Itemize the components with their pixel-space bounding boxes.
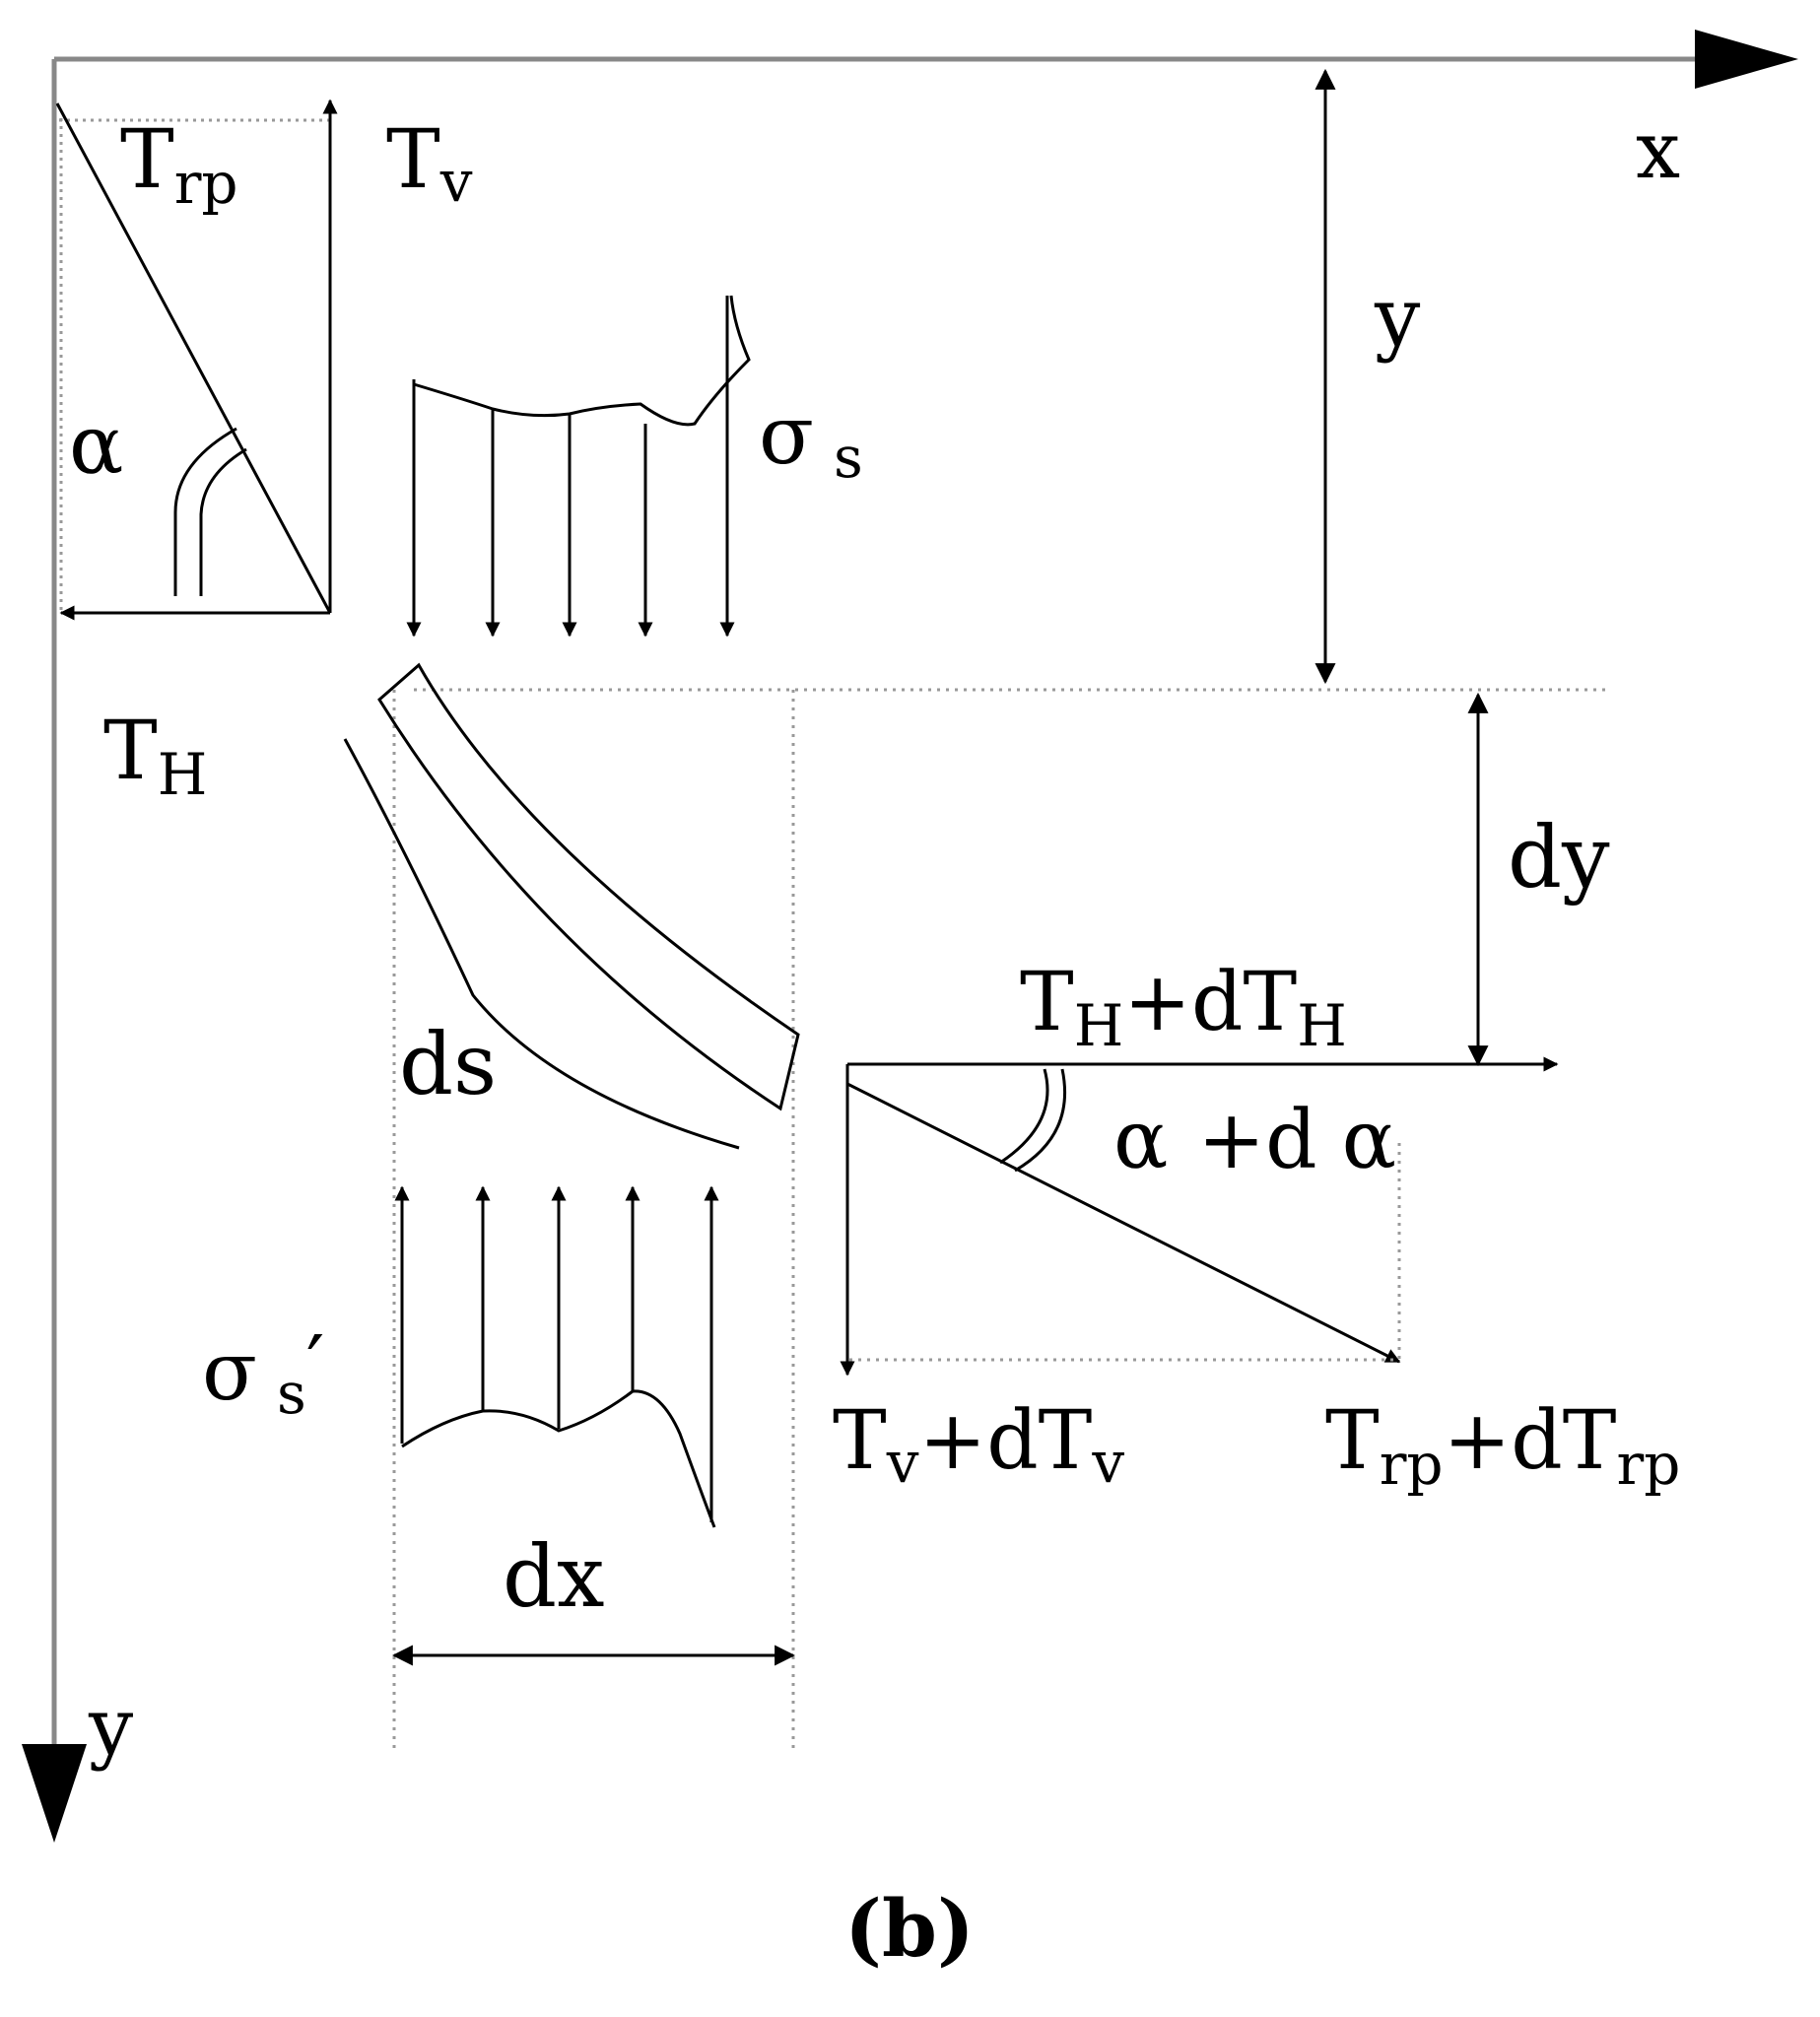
lower-stress-curve [401,1389,716,1528]
element-lower-boundary-curve [343,738,740,1150]
th-dth-label-t: T [1020,956,1074,1049]
alpha-dalpha-angle-arc-outer [999,1068,1049,1165]
alpha-dalpha-angle-arc-inner [1014,1068,1067,1173]
trp-label: Trp [120,113,238,217]
trp-dtrp-force-line [846,1082,1401,1364]
alpha-dalpha-alpha: α [1113,1094,1168,1187]
dy-label: dy [1508,809,1610,908]
tv-dtv-label-t: T [833,1394,887,1488]
th-dth-label-sub1: H [1074,992,1124,1059]
alpha-dalpha-tail: α [1342,1094,1396,1187]
tv-dtv-label-mid: +dT [918,1394,1092,1488]
sigma-s-prime-sub: s [277,1360,306,1427]
alpha-angle-arc-outer [173,427,237,596]
figure-caption: (b) [844,1882,975,1975]
element-slice-outline [377,662,800,1111]
alpha-dalpha-label: α +d α [1113,1094,1396,1187]
tv-dtv-label-sub1: v [886,1429,919,1496]
th-label-sub: H [158,741,208,808]
alpha-angle-arc-inner [199,447,247,596]
th-dth-label-mid: +dT [1123,956,1297,1049]
dx-label: dx [503,1528,605,1627]
sigma-s-prime-mark: ′ [306,1319,325,1413]
upper-stress-distribution [406,295,751,638]
th-dth-label: TH+dTH [1020,956,1347,1059]
tv-label: Tv [386,113,473,215]
trp-dtrp-label-mid: +dT [1444,1394,1617,1488]
alpha-label: α [69,399,123,493]
trp-dtrp-label-t: T [1325,1394,1380,1488]
trp-label-t: T [120,113,174,207]
tv-label-sub: v [439,148,473,215]
trp-dtrp-label: Trp+dTrp [1325,1394,1680,1498]
trp-label-sub: rp [174,150,238,217]
depth-y-label: y [1374,271,1421,365]
sigma-s-prime-sigma: σ [202,1325,257,1419]
bottom-force-triangle [840,1056,1559,1377]
lower-stress-distribution [394,1185,719,1528]
y-axis-label: y [88,1681,133,1773]
th-label-t: T [103,705,158,798]
th-label: TH [103,705,207,808]
tv-dtv-label: Tv+dTv [833,1394,1124,1496]
tv-label-t: T [386,113,440,207]
alpha-dalpha-plus-d: +d [1197,1094,1316,1187]
y-axis-arrowhead [22,1744,87,1843]
trp-force-line [55,102,332,614]
trp-dtrp-label-sub2: rp [1616,1431,1680,1498]
coordinate-axes [22,30,1798,1843]
x-axis-arrowhead [1695,30,1798,89]
th-dth-label-sub2: H [1297,992,1347,1059]
soil-element [343,662,1606,1754]
trp-dtrp-label-sub1: rp [1380,1431,1444,1498]
x-axis-label: x [1636,104,1680,196]
ds-label: ds [399,1016,497,1114]
sigma-s-label-sigma: σ [759,389,814,483]
top-force-triangle [55,99,338,621]
upper-stress-curve [413,295,751,427]
sigma-s-label-sub: s [834,424,863,491]
tv-dtv-label-sub2: v [1091,1429,1124,1496]
